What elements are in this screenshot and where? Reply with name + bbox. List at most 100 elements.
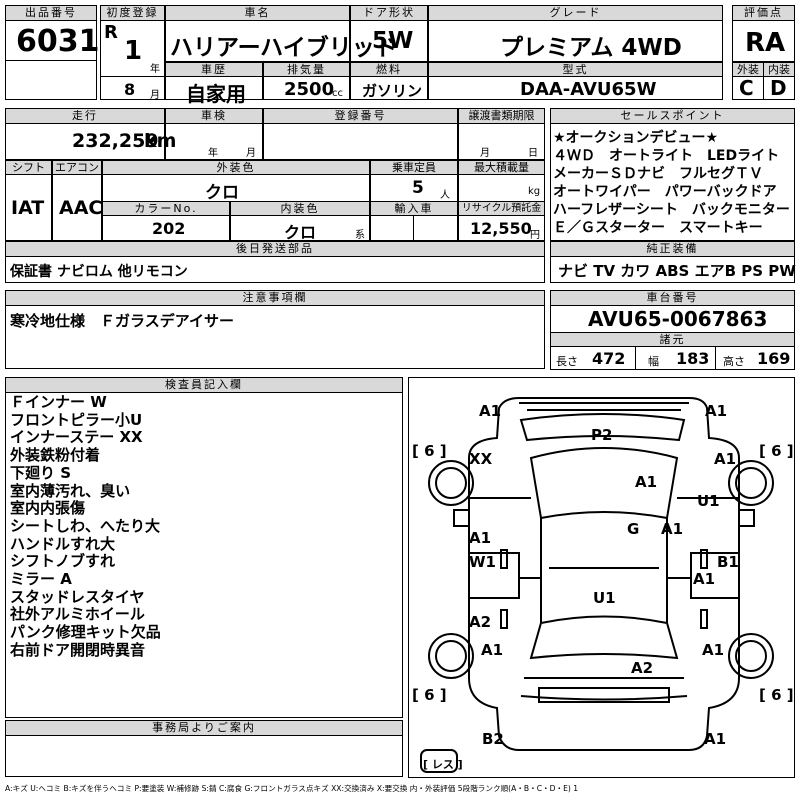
door-label: ドア形状 — [350, 5, 428, 21]
note-line: 室内薄汚れ、臭い — [10, 481, 131, 500]
damage-mark: A1 — [702, 641, 725, 659]
int-color-unit: 系 — [355, 230, 365, 241]
capacity-label: 乗車定員 — [370, 160, 458, 175]
month-unit: 月 — [150, 90, 160, 101]
grade: プレミアム 4WD — [500, 35, 682, 61]
caution-label: 注意事項欄 — [5, 290, 545, 306]
ext-grade: C — [739, 76, 754, 100]
inspector-box — [5, 392, 403, 718]
sales-line: メーカーＳＤナビ フルセグＴＶ — [553, 166, 763, 182]
office-box — [5, 735, 403, 777]
fuel-box — [350, 76, 428, 100]
insp-year-unit: 年 — [208, 148, 218, 159]
note-line: シフトノブすれ — [10, 552, 116, 571]
ext-color: クロ — [205, 183, 239, 203]
door-box — [350, 20, 428, 62]
office-label: 事務局よりご案内 — [5, 720, 403, 736]
car-name-box — [165, 20, 350, 62]
damage-mark: A2 — [631, 659, 654, 677]
recycle-label: リサイクル預託金 — [458, 201, 545, 216]
damage-mark: A2 — [469, 613, 492, 631]
int-color-label: 内装色 — [230, 201, 370, 216]
damage-mark: A1 — [704, 730, 727, 748]
history-box — [165, 76, 263, 100]
note-line: パンク修理キット欠品 — [10, 623, 161, 642]
reg-no-box — [263, 123, 458, 160]
year-unit: 年 — [150, 64, 160, 75]
damage-mark: A1 — [661, 520, 684, 538]
damage-diagram: [ 6 ] [ 6 ] [ 6 ] [ 6 ] [ レス ] A1 A1 P2 … — [408, 377, 795, 778]
color-no: 202 — [152, 219, 186, 238]
shift: IAT — [11, 197, 45, 219]
int-color-box — [230, 215, 370, 241]
rating-box — [732, 20, 795, 62]
displacement-label: 排気量 — [263, 62, 350, 77]
ext-label: 外装 — [732, 62, 764, 77]
model-label: 型式 — [428, 62, 723, 77]
chassis-label: 車台番号 — [550, 290, 795, 306]
shipping-label: 後日発送部品 — [5, 241, 545, 257]
damage-mark: A1 — [693, 570, 716, 588]
capacity-unit: 人 — [440, 190, 450, 201]
shift-box — [5, 174, 52, 241]
dims-label: 諸元 — [550, 332, 795, 347]
damage-mark: P2 — [591, 426, 613, 444]
color-no-label: カラーNo. — [102, 201, 230, 216]
damage-mark: U1 — [593, 589, 616, 607]
shipping-box — [5, 256, 545, 283]
note-line: スタッドレスタイヤ — [10, 587, 145, 606]
caution-box — [5, 305, 545, 369]
sales-line: ★オークションデビュー★ — [553, 130, 719, 146]
int-label: 内装 — [763, 62, 795, 77]
displacement: 2500 — [284, 79, 335, 100]
damage-mark: W1 — [469, 553, 496, 571]
damage-mark: B2 — [482, 730, 504, 748]
spare-tire: [ レス ] — [423, 758, 463, 771]
ac-label: エアコン — [52, 160, 102, 175]
recycle-unit: 円 — [530, 230, 540, 241]
damage-mark: G — [627, 520, 640, 538]
fuel: ガソリン — [362, 82, 423, 100]
reg-no-label: 登録番号 — [263, 108, 458, 124]
sales-line: オートワイパー パワーバックドア — [553, 184, 777, 200]
first-reg-label: 初度登録 — [100, 5, 165, 21]
transfer-day-unit: 日 — [528, 148, 538, 159]
dims-box — [550, 346, 795, 370]
import-box — [370, 215, 458, 241]
width-label: 幅 — [648, 355, 659, 368]
int-color: クロ — [284, 223, 317, 242]
note-line: シートしわ、へたり大 — [10, 516, 161, 535]
equipment: ナビ TV カワ ABS エアB PS PW — [558, 262, 796, 280]
fuel-label: 燃料 — [350, 62, 428, 77]
note-line: Ｆインナー W — [10, 393, 107, 411]
damage-mark: XX — [469, 450, 493, 468]
sales-points: ★オークションデビュー★ ４ＷＤ オートライト LEDライト メーカーＳＤナビ … — [553, 129, 798, 237]
max-load-label: 最大積載量 — [458, 160, 545, 175]
car-name-label: 車名 — [165, 5, 350, 21]
note-line: 外装鉄粉付着 — [10, 446, 101, 465]
mileage-label: 走行 — [5, 108, 165, 124]
ac: AAC — [59, 197, 103, 219]
int-grade: D — [770, 76, 787, 100]
history-label: 車歴 — [165, 62, 263, 77]
note-line: 下廻り S — [10, 463, 72, 482]
sales-line: ハーフレザーシート バックモニター — [553, 202, 790, 218]
damage-mark: A1 — [479, 402, 502, 420]
length: 472 — [592, 349, 626, 368]
damage-mark: A1 — [635, 473, 658, 491]
chassis-number: AVU65-0067863 — [588, 307, 768, 331]
mileage-unit: km — [144, 130, 177, 152]
tire-rl: [ 6 ] — [412, 686, 447, 704]
mileage: 232,259 — [72, 130, 159, 152]
note-line: ミラー A — [10, 570, 72, 589]
lot-number: 6031 — [16, 24, 100, 59]
height: 169 — [757, 349, 791, 368]
note-line: 右前ドア開閉時異音 — [10, 640, 146, 659]
transfer-month-unit: 月 — [480, 148, 490, 159]
reg-year: 1 — [124, 36, 143, 66]
int-box — [763, 76, 795, 100]
grade-box — [428, 20, 723, 62]
grade-label: グレード — [428, 5, 723, 21]
rating: RA — [745, 28, 786, 58]
recycle-box — [458, 215, 545, 241]
